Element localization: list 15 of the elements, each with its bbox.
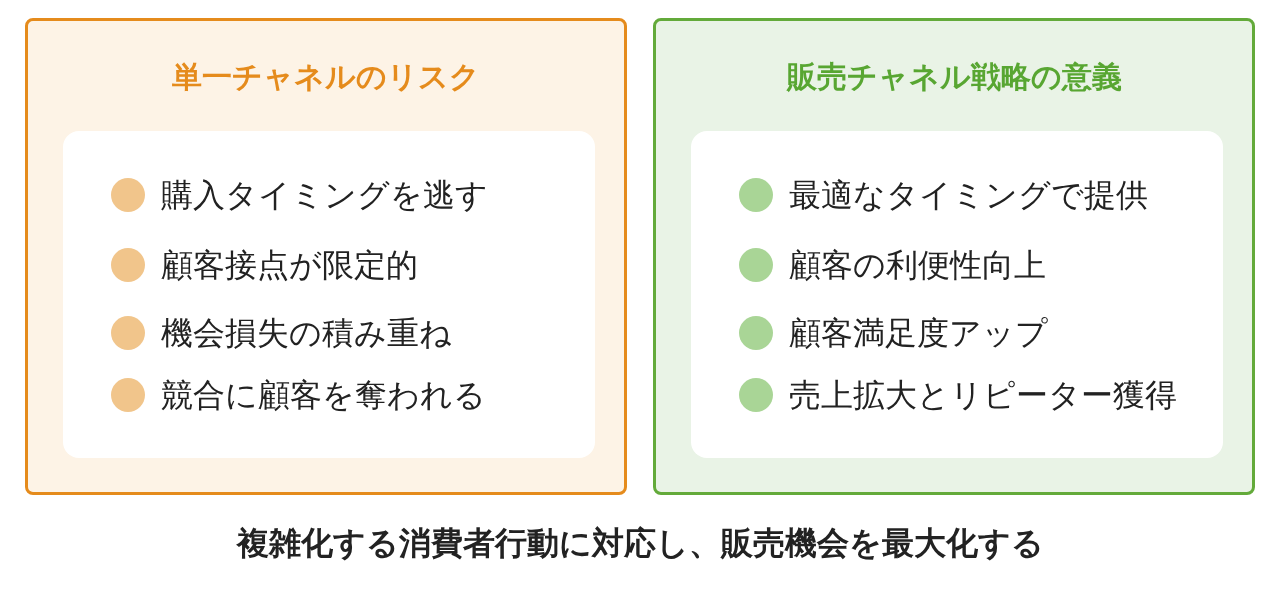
list-item: 競合に顧客を奪われる [161,375,486,415]
list-item: 最適なタイミングで提供 [789,175,1148,215]
list-item: 顧客接点が限定的 [161,245,418,285]
caption: 複雑化する消費者行動に対応し、販売機会を最大化する [235,523,1045,564]
card [691,131,1223,458]
list-item: 売上拡大とリピーター獲得 [789,375,1177,415]
list-item: 顧客の利便性向上 [789,245,1046,285]
list-item: 顧客満足度アップ [789,313,1048,353]
card [63,131,595,458]
panel [25,18,627,495]
panel-heading: 販売チャネル戦略の意義 [785,58,1123,96]
list-item: 購入タイミングを逃す [161,175,488,215]
panel-heading: 単一チャネルのリスク [171,58,481,96]
list-item: 機会損失の積み重ね [161,313,452,353]
panel [653,18,1255,495]
